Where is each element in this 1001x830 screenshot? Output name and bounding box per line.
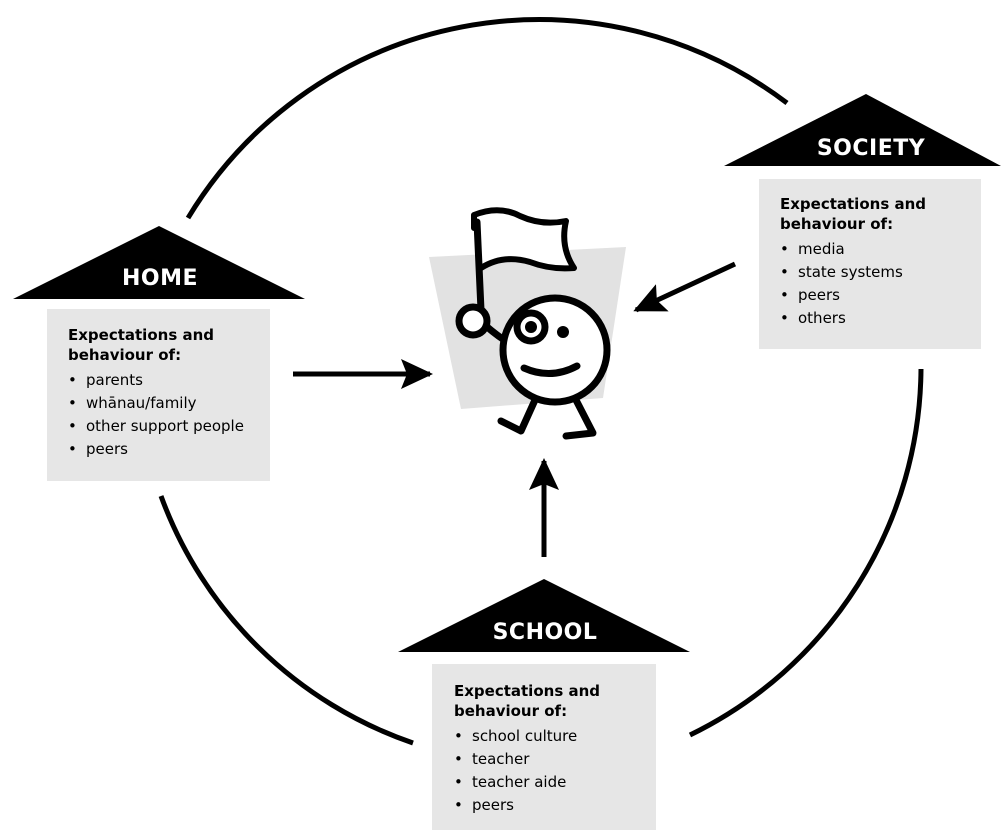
cycle-arc-right (688, 368, 924, 738)
influence-arrows (293, 261, 737, 557)
society-title: SOCIETY (817, 136, 926, 161)
mouth-icon (520, 362, 581, 377)
home-heading: Expectations and behaviour of: (68, 326, 215, 364)
school-title: SCHOOL (493, 620, 598, 645)
home-list: parents whānau/family other support peop… (68, 369, 270, 461)
home-roof: HOME (13, 226, 305, 299)
flag-icon (471, 207, 577, 272)
head-icon (499, 294, 611, 406)
cycle-arc-left (158, 495, 414, 746)
society-expectations-box: Expectations and behaviour of: media sta… (759, 179, 981, 349)
hand-icon (455, 303, 491, 339)
list-item: others (780, 307, 981, 330)
child-with-flag-icon (429, 207, 626, 440)
list-item: teacher aide (454, 771, 656, 794)
list-item: media (780, 238, 981, 261)
school-expectations-box: Expectations and behaviour of: school cu… (432, 664, 656, 830)
school-heading: Expectations and behaviour of: (454, 682, 601, 720)
home-expectations-box: Expectations and behaviour of: parents w… (47, 309, 270, 481)
list-item: teacher (454, 748, 656, 771)
list-item: peers (68, 438, 270, 461)
home-title: HOME (122, 266, 198, 291)
society-roof: SOCIETY (724, 94, 1001, 166)
cycle-arc-top (185, 17, 789, 220)
society-heading: Expectations and behaviour of: (780, 195, 927, 233)
school-list: school culture teacher teacher aide peer… (454, 725, 656, 817)
list-item: other support people (68, 415, 270, 438)
society-list: media state systems peers others (780, 238, 981, 330)
list-item: peers (454, 794, 656, 817)
list-item: whānau/family (68, 392, 270, 415)
list-item: parents (68, 369, 270, 392)
school-roof: SCHOOL (398, 579, 690, 652)
list-item: state systems (780, 261, 981, 284)
left-leg (497, 396, 539, 435)
list-item: school culture (454, 725, 656, 748)
right-leg (562, 396, 597, 440)
arrow-from-society (633, 261, 737, 313)
cycle-ring (158, 17, 924, 746)
list-item: peers (780, 284, 981, 307)
flag-pole (473, 218, 485, 314)
